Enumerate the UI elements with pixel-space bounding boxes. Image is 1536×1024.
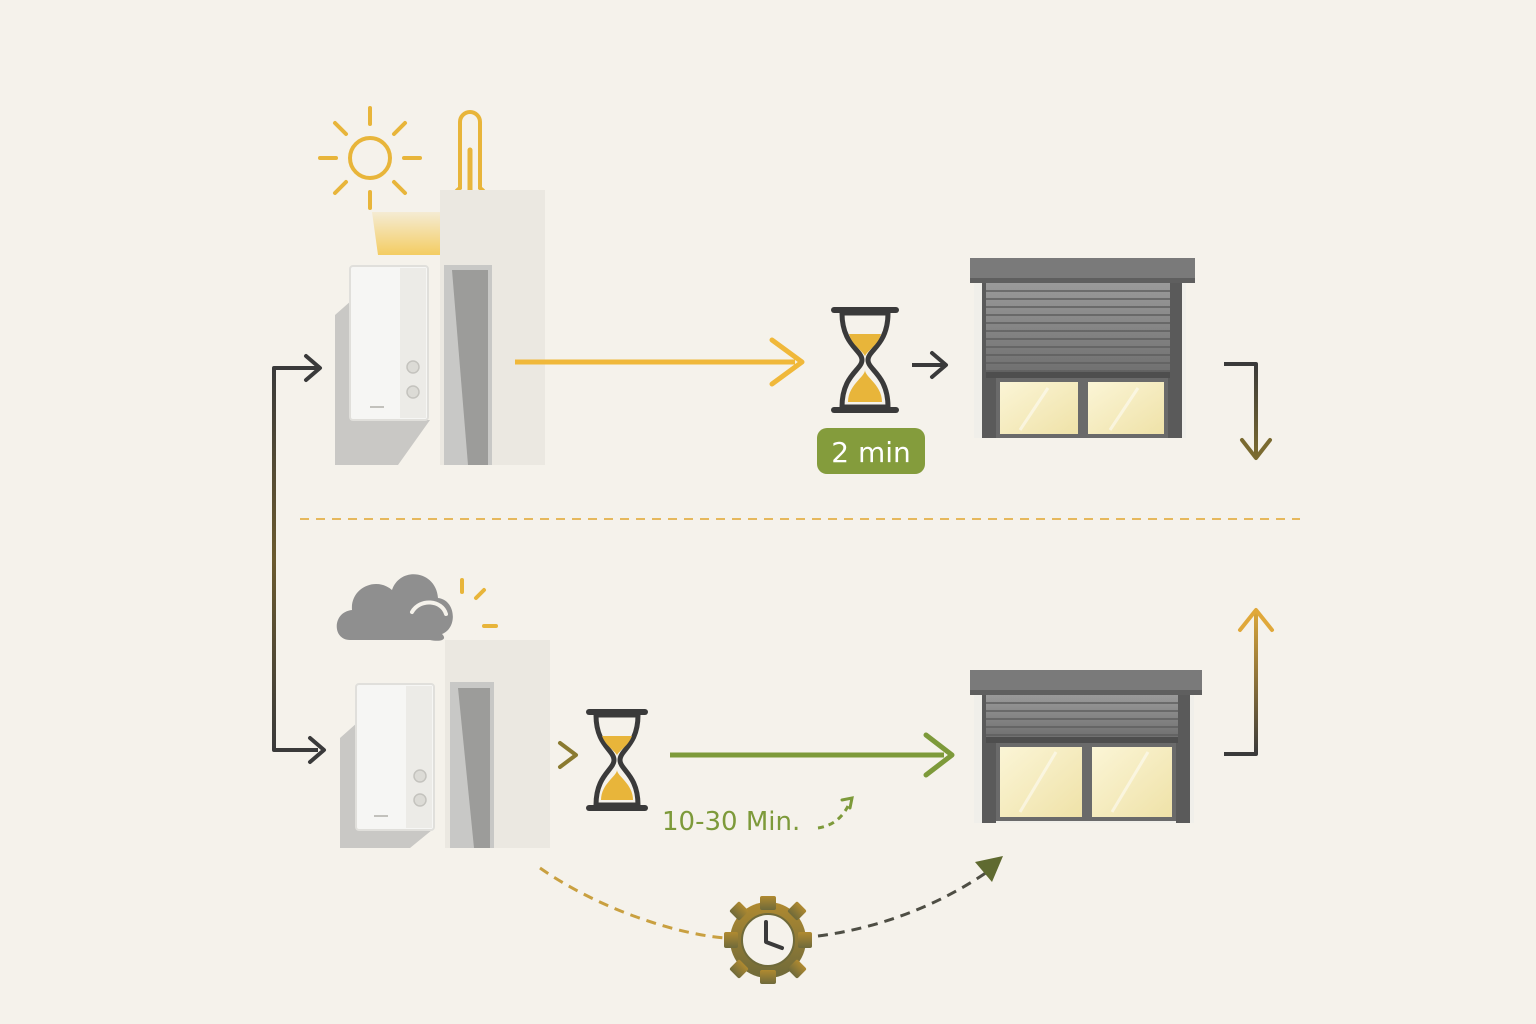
delay-badge-top: 2 min [817, 428, 925, 474]
sunlight-beam [372, 212, 462, 255]
roller-shutter-window-top [970, 258, 1195, 438]
shutter-up-arrow [1224, 608, 1274, 756]
delay-label-bottom: 10-30 Min. [662, 807, 800, 837]
sun-icon [318, 106, 422, 210]
trigger-arrow-bottom [670, 732, 955, 778]
clock-gear-icon [724, 896, 812, 984]
sensor-device-top [335, 190, 545, 465]
to-hourglass-dashed-arrow [512, 741, 578, 769]
roller-shutter-window-bottom [970, 670, 1202, 823]
hourglass-icon [831, 307, 899, 413]
hourglass-icon-bottom [586, 709, 648, 811]
sensor-device-bottom [340, 640, 550, 848]
shutter-down-arrow [1224, 362, 1272, 460]
bracket-top-arrowhead [304, 354, 322, 382]
shutter-slats-top [986, 283, 1170, 378]
bracket-bottom-arrowhead [308, 736, 326, 764]
trigger-arrow-top [515, 337, 805, 387]
delay-label-top: 2 min [831, 436, 911, 469]
scenario-branch-bracket [272, 354, 326, 764]
schedule-dashed-arc [539, 856, 1003, 940]
to-window-arrow-top [912, 351, 948, 379]
delay-curve-arrow [817, 796, 854, 830]
shutter-slats-bottom [986, 695, 1178, 743]
